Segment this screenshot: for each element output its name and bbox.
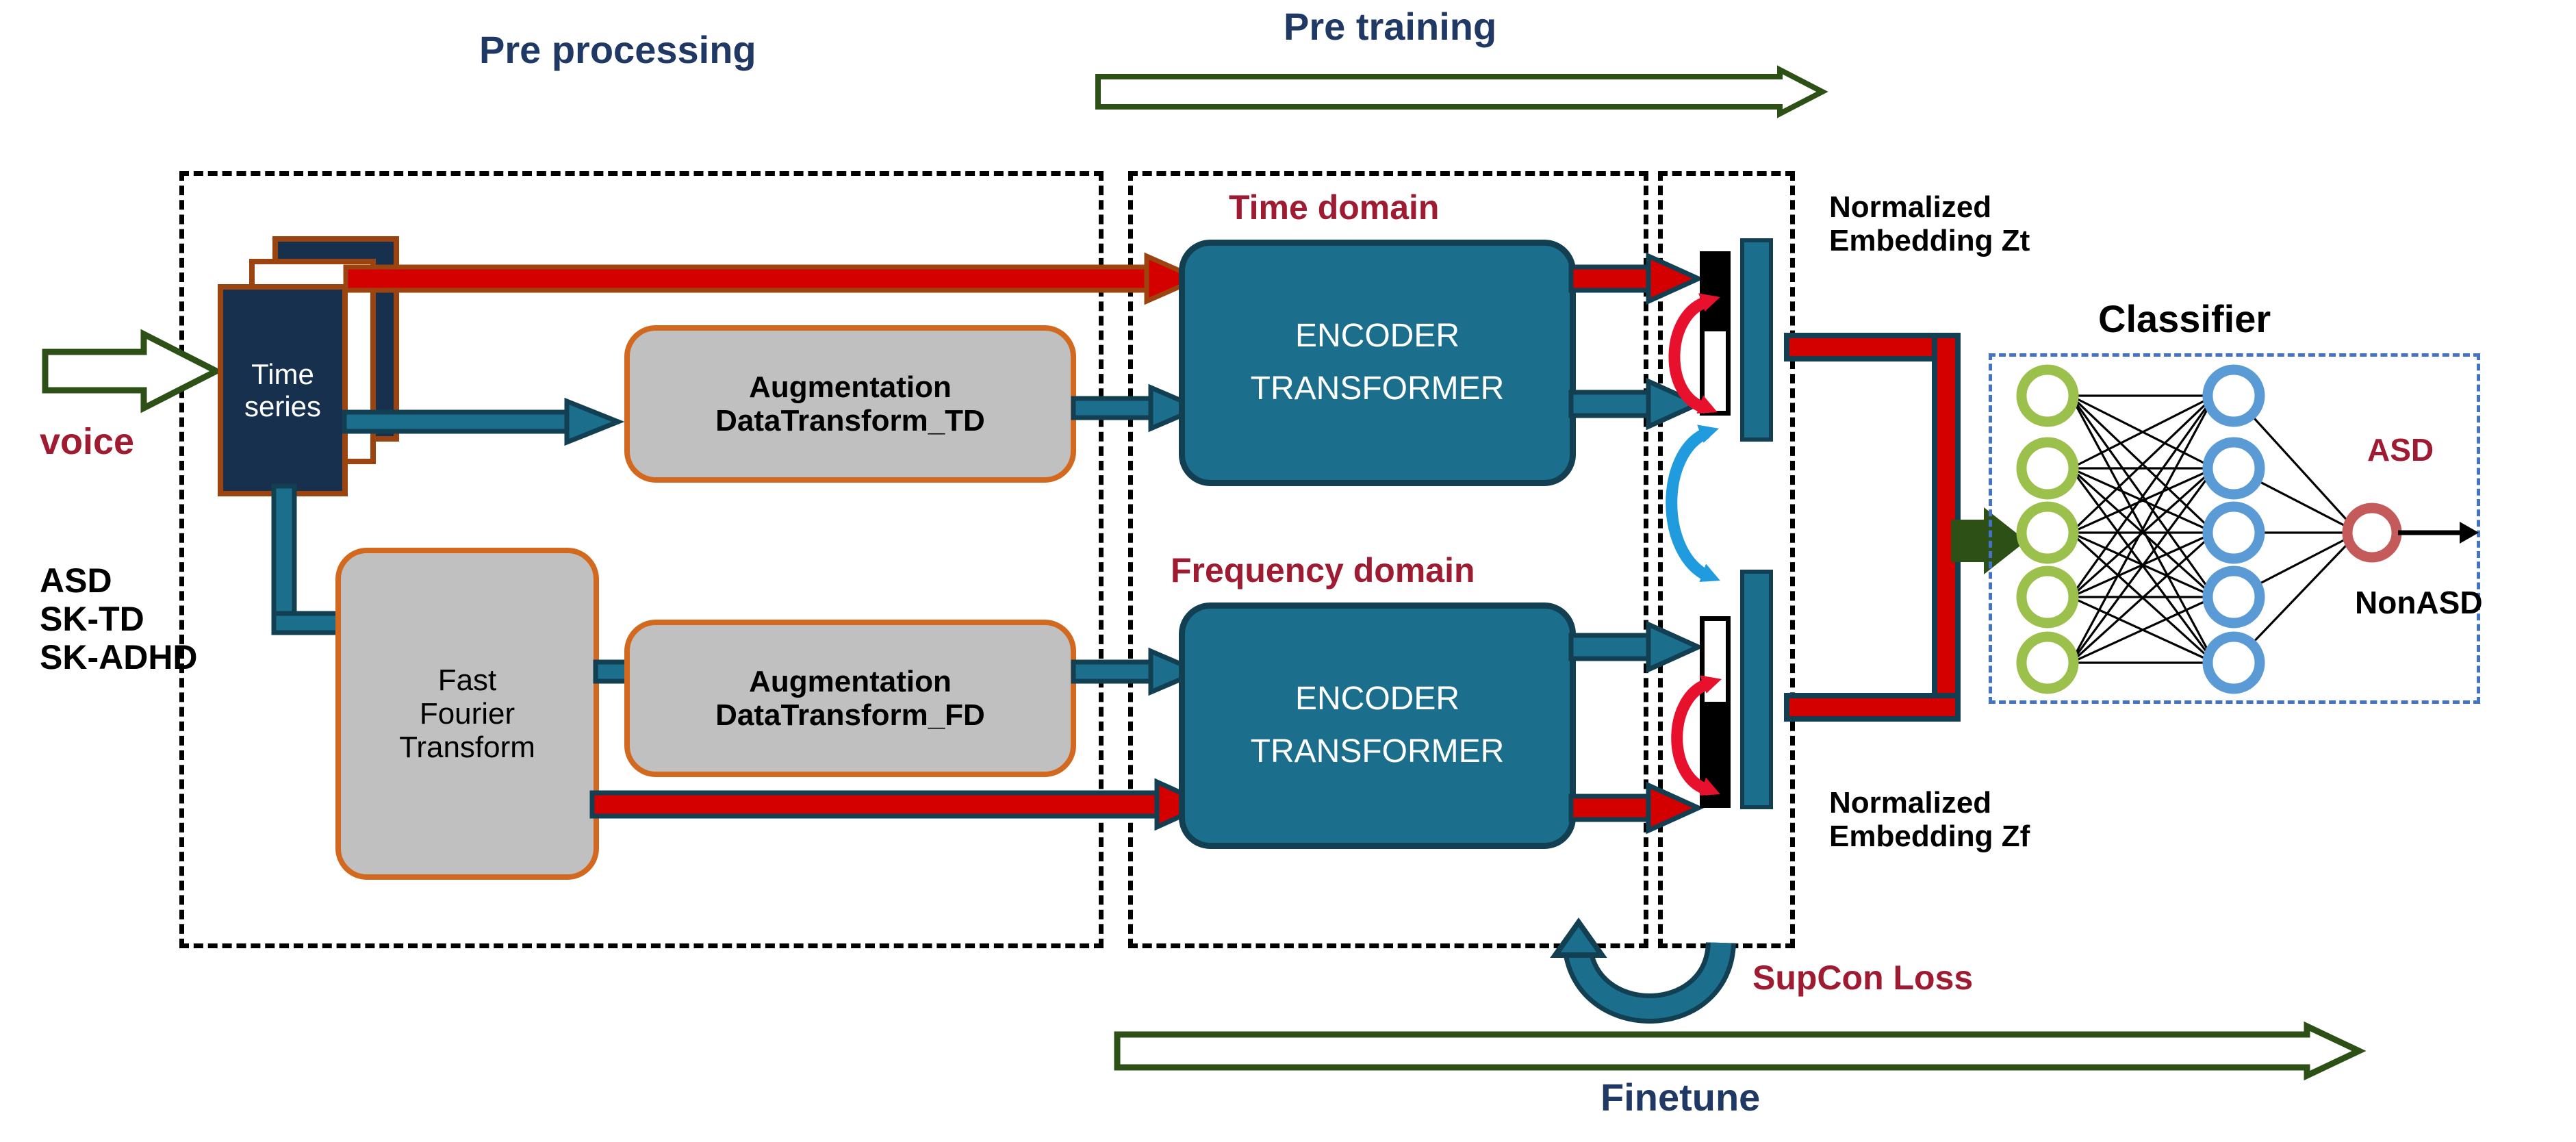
augmentation-td-label: Augmentation DataTransform_TD	[715, 370, 985, 437]
phase-title-pre-processing: Pre processing	[479, 28, 756, 71]
classifier-output-nonasd-label: NonASD	[2355, 585, 2483, 620]
panel-pre-processing	[179, 171, 1104, 948]
encoder-transformer-fd[interactable]: ENCODER TRANSFORMER	[1179, 602, 1576, 849]
augmentation-fd-box[interactable]: Augmentation DataTransform_FD	[624, 620, 1076, 777]
classifier-panel	[1989, 353, 2480, 704]
phase-title-pre-training: Pre training	[1284, 5, 1497, 48]
time-series-label: Time series	[244, 357, 322, 422]
arrow-encoder-td-out-teal	[1568, 377, 1705, 431]
arrow-augmentation-td-to-encoder-td	[1071, 383, 1205, 433]
encoder-td-label: ENCODER TRANSFORMER	[1250, 318, 1505, 407]
red-path-fft-to-encoder-fd	[589, 778, 1213, 831]
time-series-card-front[interactable]: Time series	[218, 284, 348, 496]
encoder-fd-label: ENCODER TRANSFORMER	[1250, 681, 1505, 770]
panel-pre-training	[1128, 171, 1648, 948]
augmentation-td-box[interactable]: Augmentation DataTransform_TD	[624, 325, 1076, 483]
voice-input-arrow	[42, 329, 223, 414]
augmentation-fd-label: Augmentation DataTransform_FD	[715, 664, 985, 732]
contrastive-arrows	[1666, 293, 1722, 796]
supcon-loss-arrow	[1550, 917, 1736, 1024]
classifier-title: Classifier	[2098, 297, 2271, 340]
arrow-timeseries-to-augmentation-td	[342, 397, 625, 446]
time-domain-label: Time domain	[1229, 188, 1440, 227]
dataset-labels: ASD SK-TD SK-ADHD	[40, 561, 198, 676]
classifier-output-asd-label: ASD	[2367, 432, 2434, 468]
arrow-encoder-fd-out-red	[1568, 781, 1705, 835]
frequency-domain-label: Frequency domain	[1171, 551, 1475, 589]
arrow-encoder-fd-out-teal	[1568, 620, 1705, 674]
embedding-bar-zf-teal	[1740, 570, 1773, 809]
normalized-embedding-zt-label: Normalized Embedding Zt	[1829, 190, 2030, 258]
red-path-timeseries-to-encoder-td	[343, 252, 1204, 305]
voice-label: voice	[40, 421, 135, 462]
normalized-embedding-zf-label: Normalized Embedding Zf	[1829, 786, 2030, 854]
finetune-arrow	[1114, 1021, 2367, 1081]
classifier-network	[2016, 364, 2479, 694]
supcon-loss-label: SupCon Loss	[1752, 959, 1974, 997]
embedding-bar-zt-teal	[1740, 238, 1773, 442]
pre-training-arrow	[1095, 65, 1828, 118]
arrow-augmentation-fd-to-encoder-fd	[1071, 647, 1205, 696]
encoder-transformer-td[interactable]: ENCODER TRANSFORMER	[1179, 240, 1576, 486]
fft-box[interactable]: Fast Fourier Transform	[335, 548, 599, 880]
fft-label: Fast Fourier Transform	[399, 663, 535, 765]
phase-title-finetune: Finetune	[1601, 1076, 1761, 1119]
arrow-encoder-td-out-red	[1568, 252, 1705, 305]
